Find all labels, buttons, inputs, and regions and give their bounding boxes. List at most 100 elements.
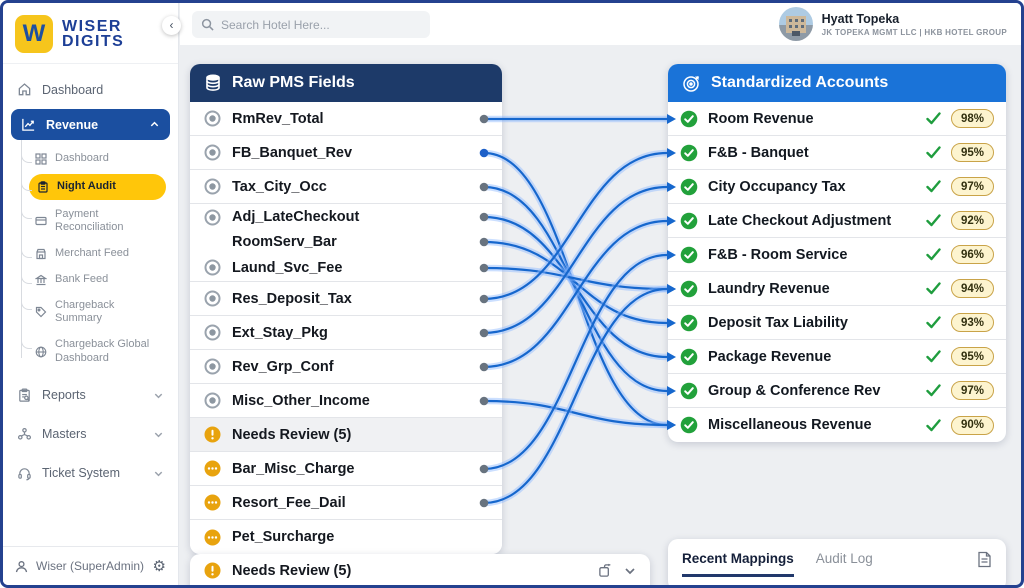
pms-field-row[interactable]: Adj_LateCheckout	[190, 204, 502, 230]
unmapped-ellipsis-icon	[204, 529, 221, 546]
mapped-indicator-icon	[204, 358, 221, 375]
match-percentage-badge: 95%	[950, 143, 994, 162]
connector-line	[483, 185, 668, 335]
pms-field-row[interactable]: Tax_City_Occ	[190, 170, 502, 204]
sidebar-item-masters[interactable]: Masters	[11, 419, 170, 450]
sidebar-item-night-audit[interactable]: Night Audit	[21, 167, 166, 200]
pms-field-row[interactable]: Ext_Stay_Pkg	[190, 316, 502, 350]
mapped-check-icon	[680, 212, 698, 230]
match-percentage-badge: 90%	[950, 415, 994, 435]
hotel-search[interactable]	[192, 11, 430, 38]
sidebar-item-rev-dashboard[interactable]: Dashboard	[15, 140, 170, 172]
chevron-down-icon	[153, 429, 164, 440]
sidebar-item-label: Masters	[42, 427, 87, 441]
tab-recent-mappings[interactable]: Recent Mappings	[682, 551, 794, 577]
needs-review-drawer-label: Needs Review (5)	[232, 562, 352, 579]
sidebar-item-label: Ticket System	[42, 466, 121, 480]
needs-review-drawer[interactable]: Needs Review (5)	[190, 554, 650, 585]
connector-line	[483, 266, 668, 291]
database-icon	[204, 74, 222, 92]
mapped-check-icon	[680, 382, 698, 400]
pms-field-row[interactable]: RoomServ_Bar	[190, 230, 502, 254]
pms-field-row[interactable]: Needs Review (5)	[190, 418, 502, 452]
document-icon[interactable]	[977, 551, 992, 568]
settings-gear-icon[interactable]: ⚙	[152, 558, 166, 575]
tab-audit-log[interactable]: Audit Log	[815, 551, 873, 566]
sidebar-item-ticket-system[interactable]: Ticket System	[11, 458, 170, 489]
match-check-icon	[926, 418, 941, 432]
standardized-account-row[interactable]: Package Revenue 95%	[668, 340, 1006, 374]
sidebar-item-label: Reports	[42, 388, 86, 402]
pms-field-row[interactable]: RmRev_Total	[190, 102, 502, 136]
match-check-icon	[926, 112, 941, 125]
connector-glow	[483, 183, 668, 337]
account-label: City Occupancy Tax	[708, 178, 846, 195]
connector-glow	[483, 149, 668, 429]
pms-field-row[interactable]: Misc_Other_Income	[190, 384, 502, 418]
logo[interactable]: W WISER DIGITS	[3, 3, 178, 64]
sidebar-item-bank-feed[interactable]: Bank Feed	[15, 260, 170, 293]
mapped-check-icon	[680, 416, 698, 434]
card-icon	[35, 215, 47, 227]
pms-field-row[interactable]: Res_Deposit_Tax	[190, 282, 502, 316]
sidebar-subitem-label: Chargeback Summary	[55, 298, 115, 325]
sidebar-item-payment-reconciliation[interactable]: Payment Reconciliation	[15, 195, 170, 242]
pms-field-row[interactable]: Pet_Surcharge	[190, 520, 502, 554]
pms-field-row[interactable]: Rev_Grp_Conf	[190, 350, 502, 384]
mapped-check-icon	[680, 178, 698, 196]
sidebar-item-merchant-feed[interactable]: Merchant Feed	[15, 235, 170, 267]
standardized-account-row[interactable]: Miscellaneous Revenue 90%	[668, 408, 1006, 442]
account-label: Miscellaneous Revenue	[708, 417, 872, 433]
export-icon[interactable]	[598, 563, 613, 578]
connector-line	[483, 219, 668, 369]
match-check-icon	[926, 248, 941, 261]
account-label: Deposit Tax Liability	[708, 314, 848, 331]
mapped-check-icon	[680, 280, 698, 298]
connector-glow	[483, 213, 668, 361]
sidebar-item-chargeback-global-dashboard[interactable]: Chargeback Global Dashboard	[15, 326, 170, 372]
raw-pms-fields-header: Raw PMS Fields	[190, 64, 502, 102]
search-input[interactable]	[221, 17, 421, 32]
match-check-icon	[926, 282, 941, 295]
account-menu[interactable]: Hyatt Topeka JK TOPEKA MGMT LLC | HKB HO…	[778, 7, 1007, 41]
mapped-indicator-icon	[204, 290, 221, 307]
mapped-check-icon	[680, 144, 698, 162]
sidebar-item-reports[interactable]: Reports	[11, 380, 170, 411]
chevron-down-icon	[153, 468, 164, 479]
logo-mark: W	[15, 15, 53, 53]
connector-line	[483, 253, 668, 471]
connector-glow	[483, 149, 668, 303]
sidebar-item-dashboard[interactable]: Dashboard	[11, 74, 170, 105]
current-user-label: Wiser (SuperAdmin)	[36, 559, 145, 573]
match-check-icon	[926, 350, 941, 363]
mapped-indicator-icon	[204, 259, 221, 276]
sidebar-item-chargeback-summary[interactable]: Chargeback Summary	[15, 286, 170, 333]
pms-field-label: Adj_LateCheckout	[232, 209, 360, 225]
mapped-check-icon	[680, 110, 698, 128]
pms-field-label: Resort_Fee_Dail	[232, 494, 346, 511]
people-icon	[17, 427, 32, 442]
sidebar-collapse-button[interactable]: ‹	[162, 16, 181, 35]
account-label: Package Revenue	[708, 348, 832, 365]
chevron-up-icon	[149, 119, 160, 130]
chevron-down-icon[interactable]	[624, 565, 636, 577]
sidebar-item-revenue[interactable]: Revenue	[11, 109, 170, 140]
pms-field-row[interactable]: FB_Banquet_Rev	[190, 136, 502, 170]
pms-field-row[interactable]: Bar_Misc_Charge	[190, 452, 502, 486]
match-percentage-badge: 95%	[950, 347, 994, 366]
pms-field-label: Laund_Svc_Fee	[232, 259, 343, 276]
pms-field-row[interactable]: Resort_Fee_Dail	[190, 486, 502, 520]
connector-line	[483, 399, 668, 427]
pms-field-row[interactable]: Laund_Svc_Fee	[190, 254, 502, 282]
